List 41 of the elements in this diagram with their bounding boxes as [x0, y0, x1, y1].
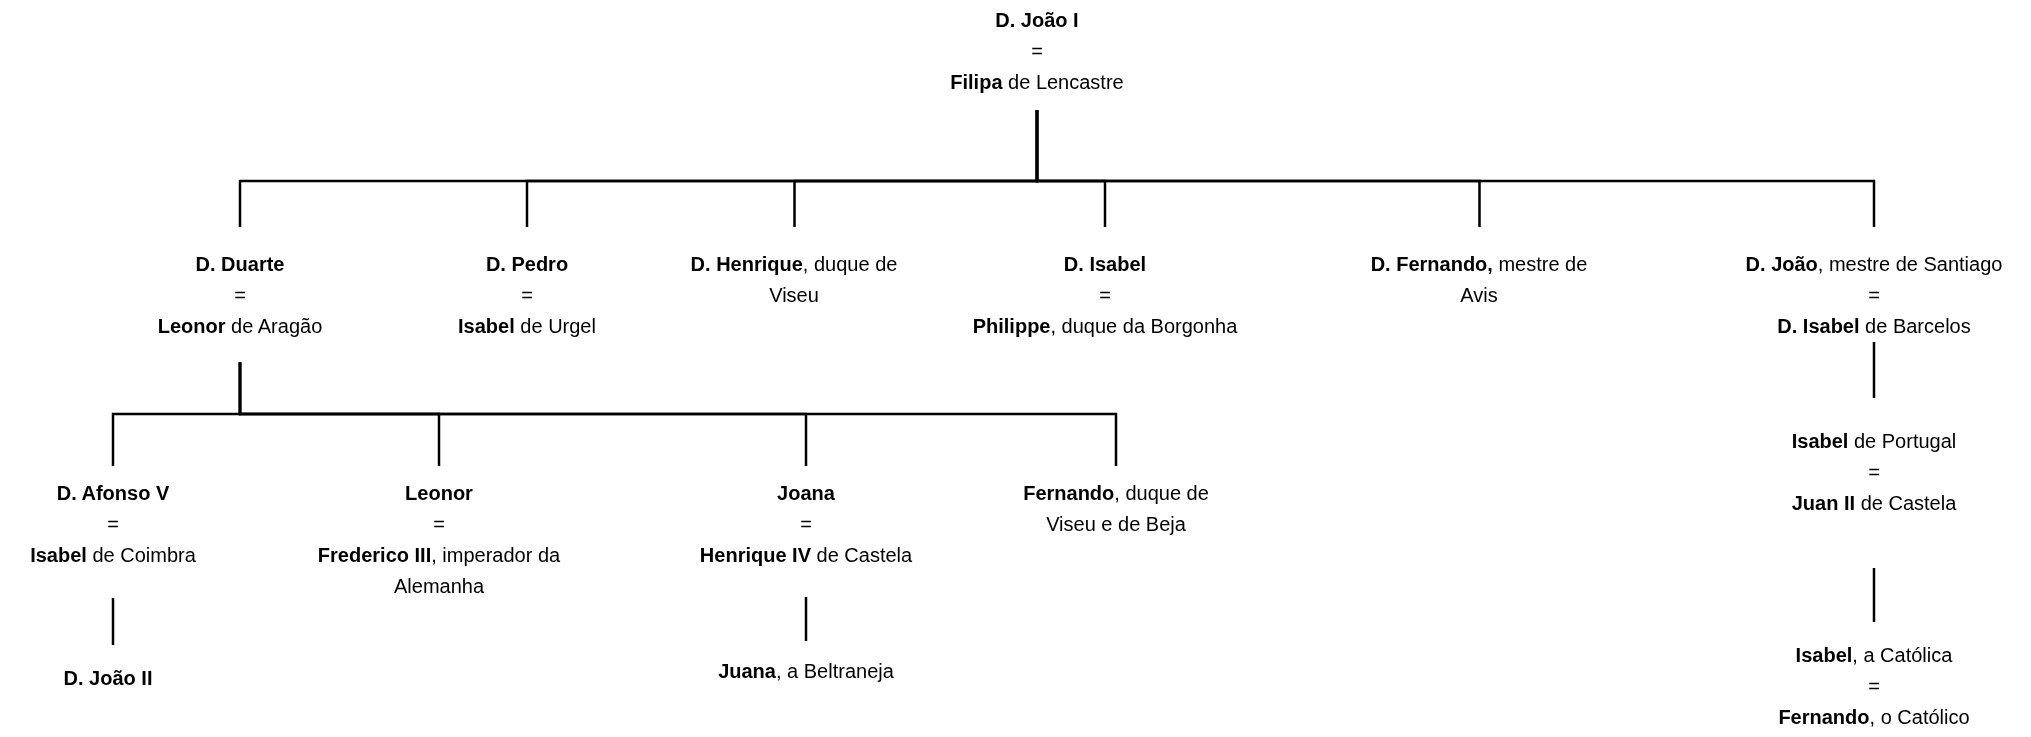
person-name: Leonor	[404, 481, 474, 506]
person-name: Isabel de Coimbra	[29, 543, 197, 568]
person-name: Fernando, o Católico	[1777, 705, 1971, 730]
marriage-sign: =	[233, 283, 247, 308]
person-name: D. Afonso V	[55, 481, 171, 506]
connector-line	[111, 598, 115, 645]
marriage-sign: =	[520, 283, 534, 308]
person-name: Fernando, duque de Viseu e de Beja	[1022, 481, 1210, 537]
person-name: D. João, mestre de Santiago	[1744, 252, 2004, 277]
connector-line	[1872, 568, 1876, 622]
marriage-sign: =	[799, 512, 813, 537]
person-name: D. João I	[994, 8, 1080, 33]
marriage-sign: =	[1867, 283, 1881, 308]
person-name: D. Pedro	[484, 252, 570, 277]
person-name: D. Isabel	[1062, 252, 1148, 277]
connector-line	[1035, 110, 1876, 227]
marriage-sign: =	[1867, 674, 1881, 699]
marriage-sign: =	[1030, 39, 1044, 64]
person-name: Joana	[776, 481, 836, 506]
person-name: D. João II	[62, 666, 154, 691]
person-name: Leonor de Aragão	[156, 314, 324, 339]
connector-line	[804, 597, 808, 641]
person-name: Philippe, duque da Borgonha	[971, 314, 1239, 339]
person-name: D. Fernando, mestre de Avis	[1369, 252, 1589, 308]
connector-line	[1872, 342, 1876, 398]
marriage-sign: =	[1098, 283, 1112, 308]
person-name: Filipa de Lencastre	[949, 70, 1125, 95]
marriage-sign: =	[106, 512, 120, 537]
person-name: Isabel de Urgel	[457, 314, 597, 339]
person-name: Juana, a Beltraneja	[717, 659, 895, 684]
person-name: Juan II de Castela	[1790, 491, 1958, 516]
marriage-sign: =	[1867, 460, 1881, 485]
marriage-sign: =	[432, 512, 446, 537]
person-name: D. Henrique, duque de Viseu	[689, 252, 899, 308]
person-name: Isabel, a Católica	[1794, 643, 1954, 668]
person-name: D. Isabel de Barcelos	[1776, 314, 1972, 339]
person-name: D. Duarte	[194, 252, 286, 277]
person-name: Isabel de Portugal	[1790, 429, 1958, 454]
connector-line	[238, 362, 1118, 466]
person-name: Henrique IV de Castela	[698, 543, 914, 568]
person-name: Frederico III, imperador da Alemanha	[316, 543, 562, 599]
